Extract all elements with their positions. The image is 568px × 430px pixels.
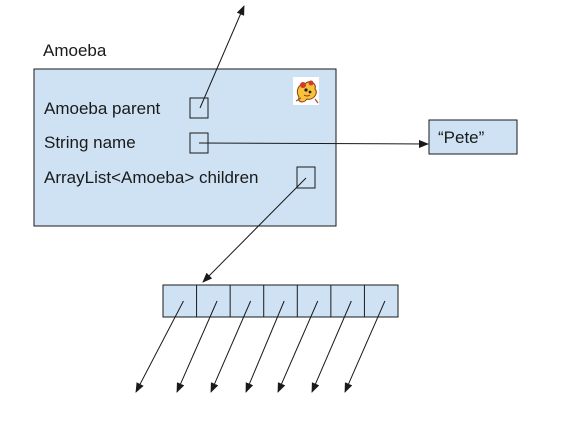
field-label-name: String name bbox=[44, 133, 136, 152]
array-element-arrow bbox=[210, 300, 252, 393]
array-element-arrow bbox=[311, 300, 352, 393]
array-element-arrow bbox=[135, 300, 184, 393]
array-outline bbox=[162, 284, 399, 318]
string-value-box bbox=[428, 119, 518, 155]
name-arrow bbox=[198, 139, 429, 148]
field-label-children: ArrayList<Amoeba> children bbox=[44, 168, 259, 187]
amoeba-object-box bbox=[33, 68, 337, 227]
field-label-parent: Amoeba parent bbox=[44, 99, 161, 118]
parent-arrow bbox=[199, 5, 245, 109]
children-arrow bbox=[202, 177, 307, 283]
array-element-arrow bbox=[277, 300, 319, 393]
object-class-label: Amoeba bbox=[43, 41, 107, 60]
array-element-arrow bbox=[176, 300, 218, 393]
amoeba-cartoon-icon bbox=[293, 77, 319, 105]
string-value-text: “Pete” bbox=[438, 128, 485, 147]
parent-reference-box bbox=[189, 97, 209, 119]
array-element-arrow bbox=[344, 300, 386, 393]
array-element-arrow bbox=[245, 300, 285, 393]
children-array bbox=[135, 284, 399, 393]
